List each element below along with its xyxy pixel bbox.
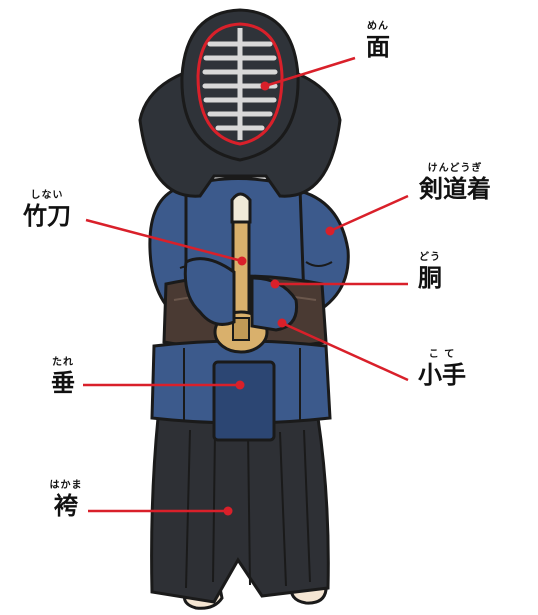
dot-kote bbox=[277, 318, 287, 328]
label-tare-text: 垂 bbox=[51, 369, 75, 397]
label-shinai: しない 竹刀 bbox=[14, 190, 80, 230]
label-hakama: はかま 袴 bbox=[42, 480, 90, 520]
label-do-text: 胴 bbox=[418, 264, 442, 292]
dot-men bbox=[260, 81, 270, 91]
label-kote-ruby: こ て bbox=[428, 349, 456, 360]
leader-lines bbox=[83, 56, 409, 513]
label-tare: たれ 垂 bbox=[44, 357, 82, 397]
label-men-ruby: めん bbox=[367, 21, 389, 32]
label-hakama-ruby: はかま bbox=[49, 480, 83, 491]
label-tare-ruby: たれ bbox=[52, 357, 74, 368]
label-do: どう 胴 bbox=[410, 252, 450, 292]
kote-gloves bbox=[183, 257, 299, 332]
label-shinai-text: 竹刀 bbox=[23, 202, 71, 230]
label-dots bbox=[223, 81, 335, 516]
label-do-ruby: どう bbox=[419, 252, 441, 263]
label-kote: こ て 小手 bbox=[410, 349, 474, 389]
label-kendogi: けんどうぎ 剣道着 bbox=[410, 163, 500, 203]
label-hakama-text: 袴 bbox=[54, 492, 78, 520]
label-men: めん 面 bbox=[356, 21, 400, 61]
dot-shinai bbox=[237, 256, 247, 266]
dot-hakama bbox=[223, 506, 233, 516]
label-shinai-ruby: しない bbox=[30, 190, 64, 201]
dot-tare bbox=[235, 380, 245, 390]
hakama bbox=[150, 416, 330, 604]
dot-do bbox=[270, 279, 280, 289]
label-kendogi-text: 剣道着 bbox=[419, 175, 491, 203]
label-kote-text: 小手 bbox=[418, 361, 466, 389]
dot-kendogi bbox=[325, 226, 335, 236]
men-helmet bbox=[138, 8, 342, 198]
label-kendogi-ruby: けんどうぎ bbox=[427, 163, 483, 174]
label-men-text: 面 bbox=[366, 33, 390, 61]
